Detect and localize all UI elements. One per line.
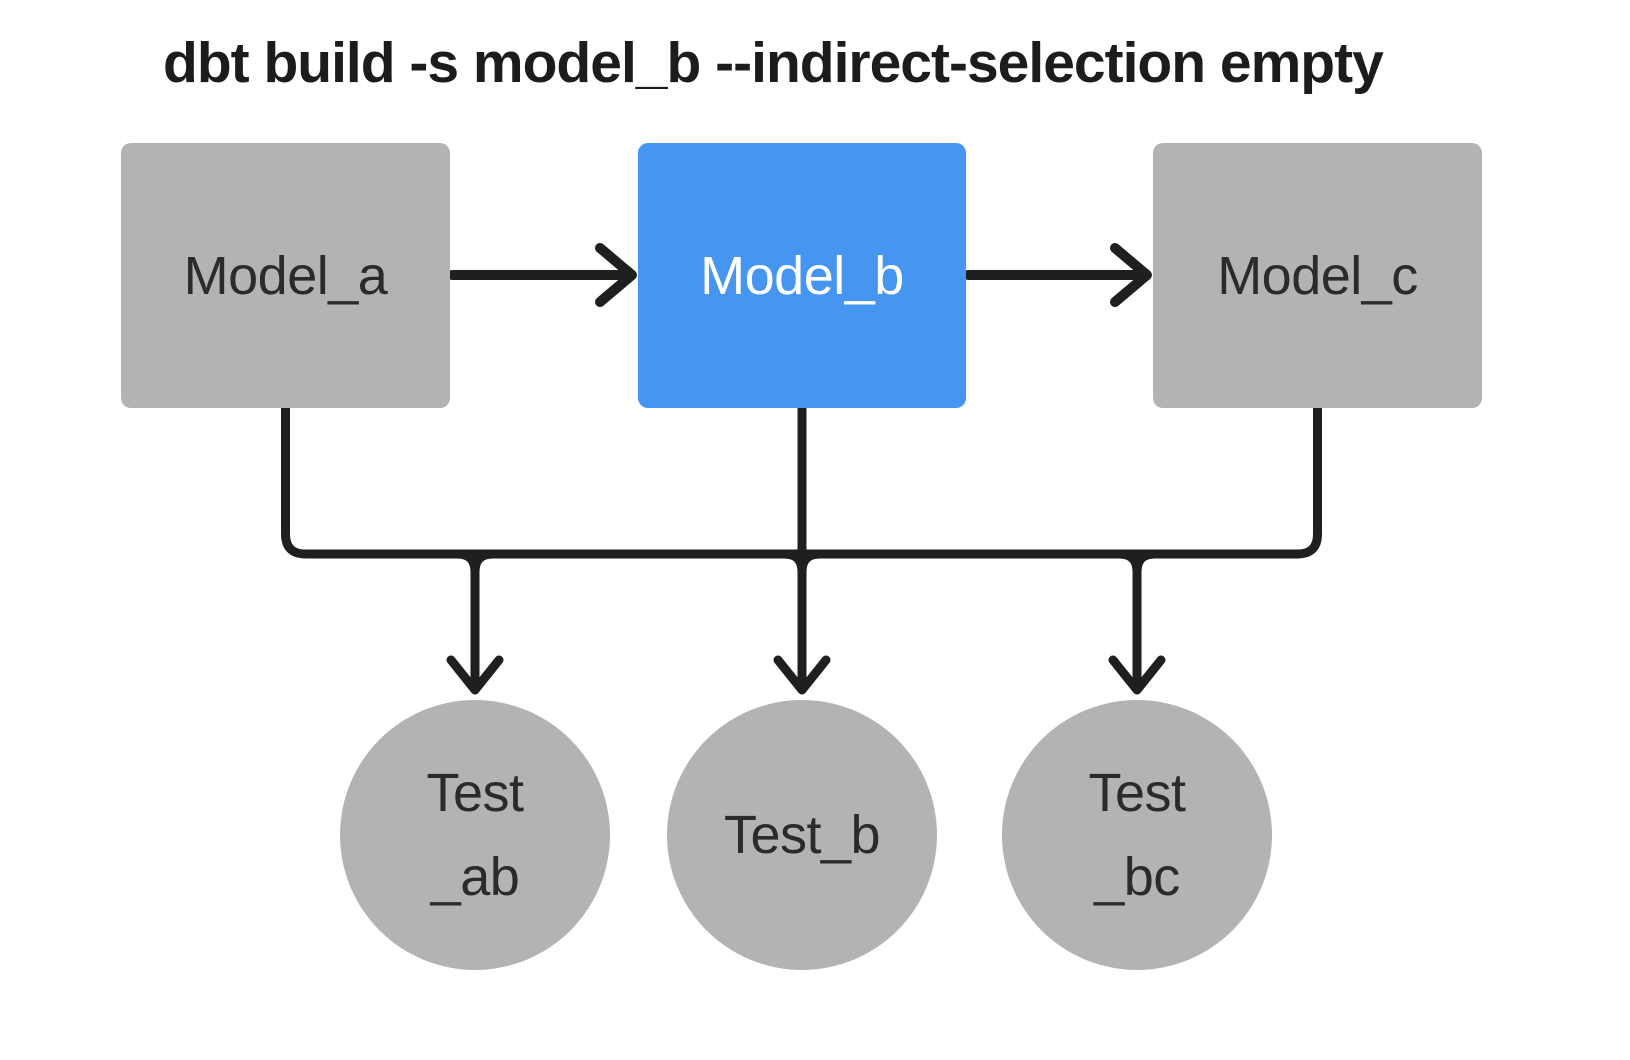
edge-drop-test-b [773,403,831,695]
edge-drop-test-ab [446,549,504,695]
node-model-b: Model_b [638,143,966,408]
node-label-line: _ab [430,847,520,907]
diagram-title: dbt build -s model_b --indirect-selectio… [163,31,1384,95]
edge-bus-model-a-model-c [281,403,1322,559]
node-label-line: Test [1088,763,1186,823]
node-model-c: Model_c [1153,143,1482,408]
node-label-line: Test_b [723,805,881,865]
node-model-a: Model_a [121,143,450,408]
node-test-bc: Test _bc [1002,700,1272,970]
node-label-line: Test [426,763,524,823]
node-test-ab: Test _ab [340,700,610,970]
node-label-line: _bc [1094,847,1180,907]
edge-drop-test-bc [1108,549,1166,695]
edge-model-b-to-model-c [963,243,1152,307]
edge-model-a-to-model-b [447,243,637,307]
node-test-b: Test_b [667,700,937,970]
node-label: Model_a [183,245,388,306]
node-label: Model_c [1217,245,1418,306]
node-label: Model_b [700,245,904,306]
